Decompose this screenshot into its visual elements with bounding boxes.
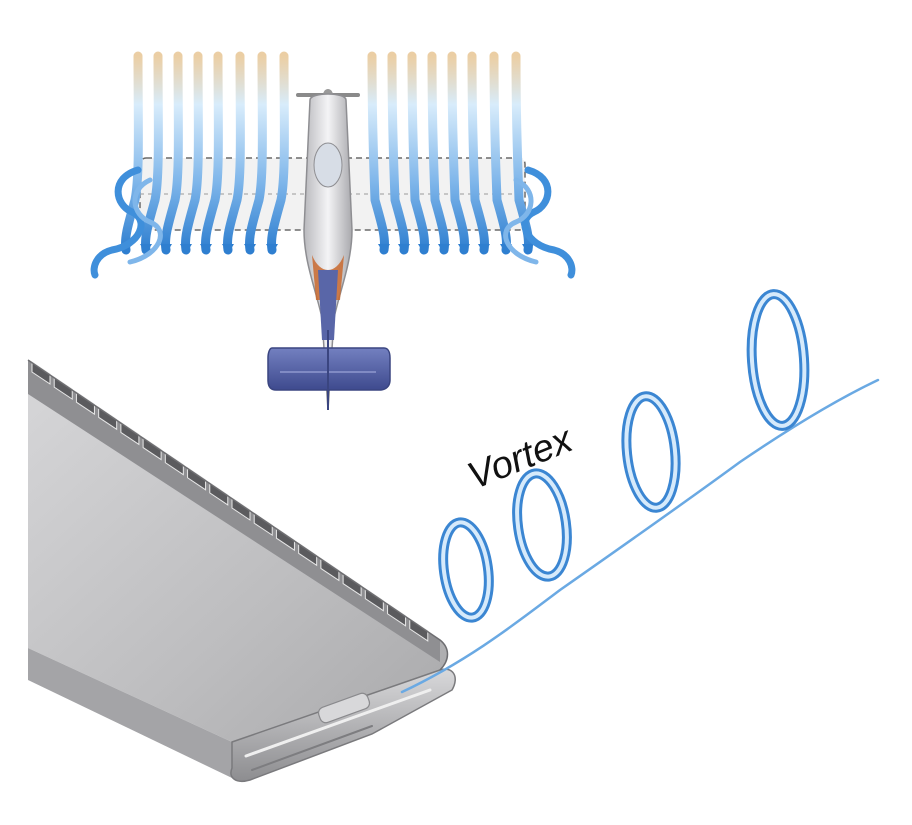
downwash-stream: [387, 51, 409, 255]
downwash-stream: [121, 51, 143, 255]
airplane-icon: [267, 89, 391, 411]
downwash-stream: [367, 51, 389, 255]
wing-icon: [27, 359, 456, 782]
vortex-trail-line: [400, 378, 880, 694]
downwash-arrowhead: [140, 244, 152, 254]
downwash-stream: [447, 51, 469, 255]
downwash-stream: [467, 51, 489, 255]
downwash-stream: [223, 51, 245, 255]
downwash-arrowhead: [266, 244, 278, 254]
right-wingtip-curl: [503, 166, 576, 279]
wing-slot-row: [31, 361, 429, 642]
downwash-arrowhead: [200, 244, 212, 254]
downwash-arrowhead: [222, 244, 234, 254]
downwash-arrowhead: [522, 244, 534, 254]
airplane-downwash-group: [90, 51, 576, 411]
downwash-stream: [407, 51, 429, 255]
downwash-arrowhead: [458, 244, 470, 254]
downwash-arrowhead: [438, 244, 450, 254]
downwash-arrowhead: [418, 244, 430, 254]
vortex-loop: [512, 468, 572, 582]
downwash-stream: [201, 51, 223, 255]
vortex-loop: [438, 517, 494, 623]
downwash-arrowhead: [398, 244, 410, 254]
vortex-spiral-icon: [400, 289, 880, 694]
downwash-stream: [141, 51, 163, 255]
downwash-stream: [267, 51, 289, 255]
downwash-arrowhead: [160, 244, 172, 254]
downwash-stream: [181, 51, 203, 255]
downwash-streams: [120, 51, 534, 255]
vortex-loop: [746, 289, 810, 431]
downwash-stream: [161, 51, 183, 255]
downwash-arrowhead: [244, 244, 256, 254]
downwash-stream: [245, 51, 267, 255]
left-wingtip-curl: [90, 166, 163, 279]
downwash-arrowhead: [378, 244, 390, 254]
downwash-stream: [427, 51, 449, 255]
vortex-loop: [621, 391, 681, 513]
downwash-arrowhead: [180, 244, 192, 254]
downwash-arrowhead: [478, 244, 490, 254]
